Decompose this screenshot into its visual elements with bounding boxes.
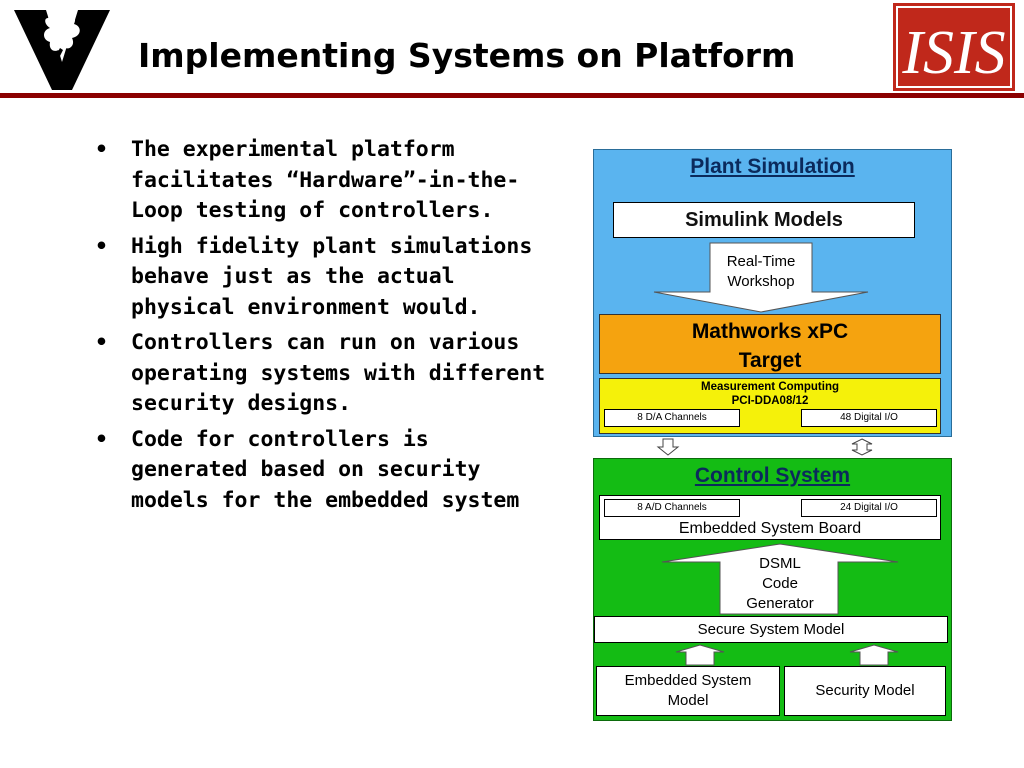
- header-divider: [0, 93, 1024, 98]
- embedded-model-up-arrow: [675, 644, 725, 666]
- bullet-item: • High fidelity plant simulations behave …: [95, 232, 555, 324]
- xpc-line2: Target: [738, 349, 802, 372]
- bullet-dot: •: [95, 426, 108, 452]
- meas-line2: PCI-DDA08/12: [731, 395, 809, 407]
- isis-logo-mark: ISIS: [896, 6, 1012, 88]
- plant-simulation-title: Plant Simulation: [690, 155, 855, 178]
- vanderbilt-logo: [14, 10, 110, 90]
- rtw-label-line1: Real-Time: [726, 253, 796, 270]
- bullet-dot: •: [95, 330, 108, 355]
- down-connector-arrow: [656, 438, 680, 456]
- dsml-line2: Code: [762, 575, 798, 592]
- bullet-dot: •: [95, 137, 108, 162]
- esm-line2: Model: [667, 692, 709, 709]
- esm-line1: Embedded System: [624, 672, 752, 689]
- control-system-title: Control System: [694, 464, 851, 487]
- digital-io-48-box: 48 Digital I/O: [801, 409, 937, 427]
- embedded-system-model-box: Embedded System Model: [596, 666, 780, 716]
- isis-logo: ISIS: [893, 3, 1015, 91]
- dsml-line1: DSML: [759, 555, 801, 572]
- ad-channels-box: 8 A/D Channels: [604, 499, 740, 517]
- embedded-system-board-label: Embedded System Board: [678, 520, 862, 537]
- security-model-box: Security Model: [784, 666, 946, 716]
- dsml-line3: Generator: [746, 595, 814, 612]
- page-title: Implementing Systems on Platform: [138, 36, 796, 75]
- rtw-label: Real-Time Workshop: [706, 252, 816, 292]
- measurement-computing-label: Measurement Computing PCI-DDA08/12: [600, 380, 940, 408]
- xpc-line1: Mathworks xPC: [691, 320, 849, 343]
- dsml-code-generator-label: DSML Code Generator: [722, 554, 838, 614]
- dsml-up-arrow: [661, 543, 899, 615]
- xpc-target-box: Mathworks xPC Target: [599, 314, 941, 374]
- da-channels-box: 8 D/A Channels: [604, 409, 740, 427]
- bullet-dot: •: [95, 233, 108, 259]
- rtw-label-line2: Workshop: [727, 273, 795, 290]
- security-model-up-arrow: [849, 644, 899, 666]
- rtw-down-arrow: [653, 242, 869, 313]
- secure-system-model-box: Secure System Model: [594, 616, 948, 643]
- bullet-text: Code for controllers is generated based …: [131, 426, 520, 513]
- bullet-item: • The experimental platform facilitates “…: [95, 135, 555, 227]
- bullet-item: • Code for controllers is generated based…: [95, 425, 555, 517]
- bullet-item: • Controllers can run on various operatin…: [95, 328, 555, 420]
- simulink-models-box: Simulink Models: [613, 202, 915, 238]
- bullet-text: Controllers can run on various operating…: [131, 330, 546, 416]
- meas-line1: Measurement Computing: [700, 381, 839, 393]
- digital-io-24-box: 24 Digital I/O: [801, 499, 937, 517]
- isis-logo-text: ISIS: [901, 19, 1005, 87]
- bullet-text: The experimental platform facilitates “H…: [131, 137, 520, 223]
- bullet-list: • The experimental platform facilitates “…: [95, 135, 555, 521]
- bidirectional-connector-arrow: [851, 438, 873, 456]
- bullet-text: High fidelity plant simulations behave j…: [131, 233, 533, 320]
